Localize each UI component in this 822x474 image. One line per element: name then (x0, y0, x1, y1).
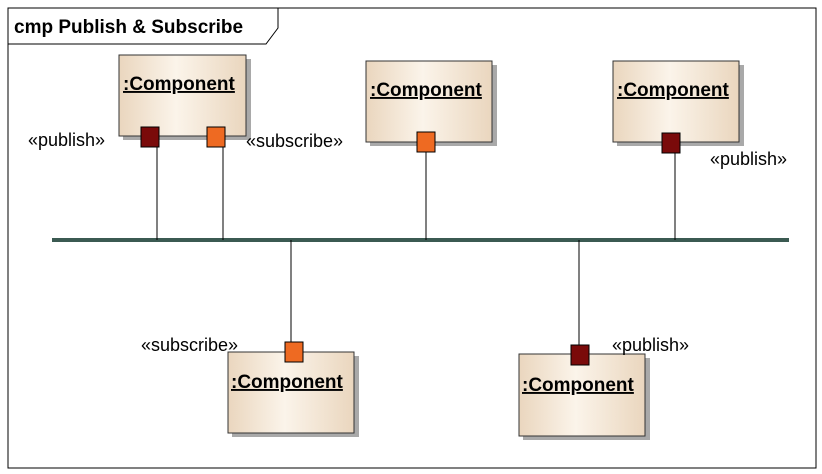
subscribe-port[interactable] (206, 126, 226, 148)
component-label: :Component (522, 375, 635, 396)
component-box[interactable]: :Component (118, 54, 251, 140)
subscribe-port[interactable] (284, 341, 304, 363)
component-label: :Component (617, 80, 730, 101)
component-box[interactable]: :Component (612, 60, 744, 146)
component-body (518, 353, 646, 437)
stereotype-label: «subscribe» (141, 335, 238, 355)
component-label: :Component (231, 372, 344, 393)
component-body (227, 351, 355, 434)
subscribe-port[interactable] (416, 131, 436, 153)
publish-port[interactable] (570, 344, 590, 366)
component-label: :Component (370, 80, 483, 101)
publish-port[interactable] (661, 132, 681, 154)
stereotype-label: «subscribe» (246, 131, 343, 151)
component-label: :Component (123, 74, 236, 95)
stereotype-label: «publish» (28, 130, 105, 150)
diagram-title: cmp Publish & Subscribe (14, 17, 243, 38)
publish-port[interactable] (140, 126, 160, 148)
component-body (612, 60, 740, 143)
stereotype-label: «publish» (710, 149, 787, 169)
component-body (118, 54, 247, 137)
component-box[interactable]: :Component (365, 60, 497, 146)
diagram-title-tab (7, 7, 279, 45)
component-box[interactable]: :Component (518, 353, 650, 440)
component-box[interactable]: :Component (227, 351, 359, 437)
connectors (156, 147, 676, 345)
stereotype-label: «publish» (612, 335, 689, 355)
component-body (365, 60, 493, 143)
